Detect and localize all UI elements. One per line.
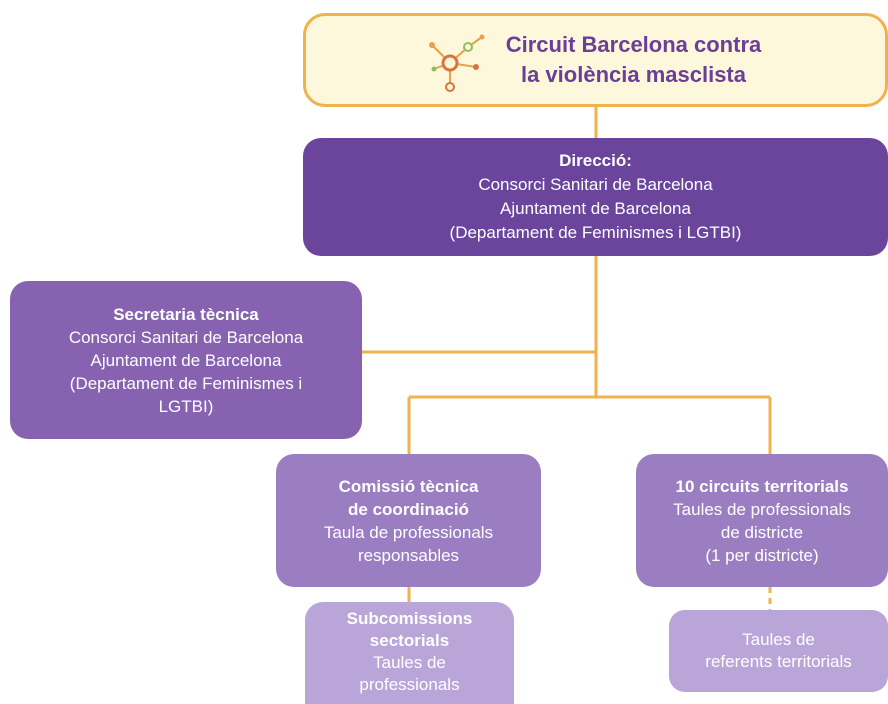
direccio-line-1: Consorci Sanitari de Barcelona	[478, 175, 713, 194]
circuits-line-1: Taules de professionals	[673, 499, 851, 519]
secretaria-line-4: LGTBI)	[158, 396, 214, 416]
title-box: Circuit Barcelona contra la violència ma…	[303, 13, 888, 107]
comissio-heading-1: Comissió tècnica	[338, 476, 479, 496]
secretaria-line-1: Consorci Sanitari de Barcelona	[68, 327, 304, 347]
subcomissions-line-2: professionals	[359, 675, 460, 694]
comissio-line-2: responsables	[357, 545, 460, 565]
network-nodes-icon	[428, 34, 485, 92]
direccio-line-2: Ajuntament de Barcelona	[500, 199, 691, 218]
secretaria-line-2: Ajuntament de Barcelona	[90, 350, 282, 370]
subcomissions-heading-2: sectorials	[369, 631, 450, 650]
direccio-heading: Direcció:	[559, 151, 632, 170]
taules-referents-box: Taules de referents territorials	[669, 610, 888, 692]
direccio-box: Direcció: Consorci Sanitari de Barcelona…	[303, 138, 888, 256]
secretaria-box: Secretaria tècnica Consorci Sanitari de …	[10, 281, 362, 439]
comissio-line-1: Taula de professionals	[323, 522, 494, 542]
circuits-line-3: (1 per districte)	[705, 545, 819, 565]
circuits-box: 10 circuits territorials Taules de profe…	[636, 454, 888, 587]
taules-referents-line-1: Taules de	[742, 630, 815, 649]
secretaria-line-3: (Departament de Feminismes i	[69, 373, 303, 393]
secretaria-heading: Secretaria tècnica	[113, 304, 259, 324]
circuits-line-2: de districte	[720, 522, 804, 542]
direccio-line-3: (Departament de Feminismes i LGTBI)	[449, 223, 742, 242]
subcomissions-line-1: Taules de	[373, 653, 446, 672]
title-line-1: Circuit Barcelona contra	[505, 32, 762, 57]
taules-referents-line-2: referents territorials	[705, 652, 852, 671]
title-line-2: la violència masclista	[520, 62, 746, 87]
circuits-heading: 10 circuits territorials	[675, 476, 849, 496]
comissio-box: Comissió tècnica de coordinació Taula de…	[276, 454, 541, 587]
comissio-heading-2: de coordinació	[348, 499, 469, 519]
subcomissions-heading-1: Subcomissions	[346, 609, 473, 628]
subcomissions-box: Subcomissions sectorials Taules de profe…	[305, 602, 514, 704]
diagram-title: Circuit Barcelona contra la violència ma…	[506, 30, 762, 90]
